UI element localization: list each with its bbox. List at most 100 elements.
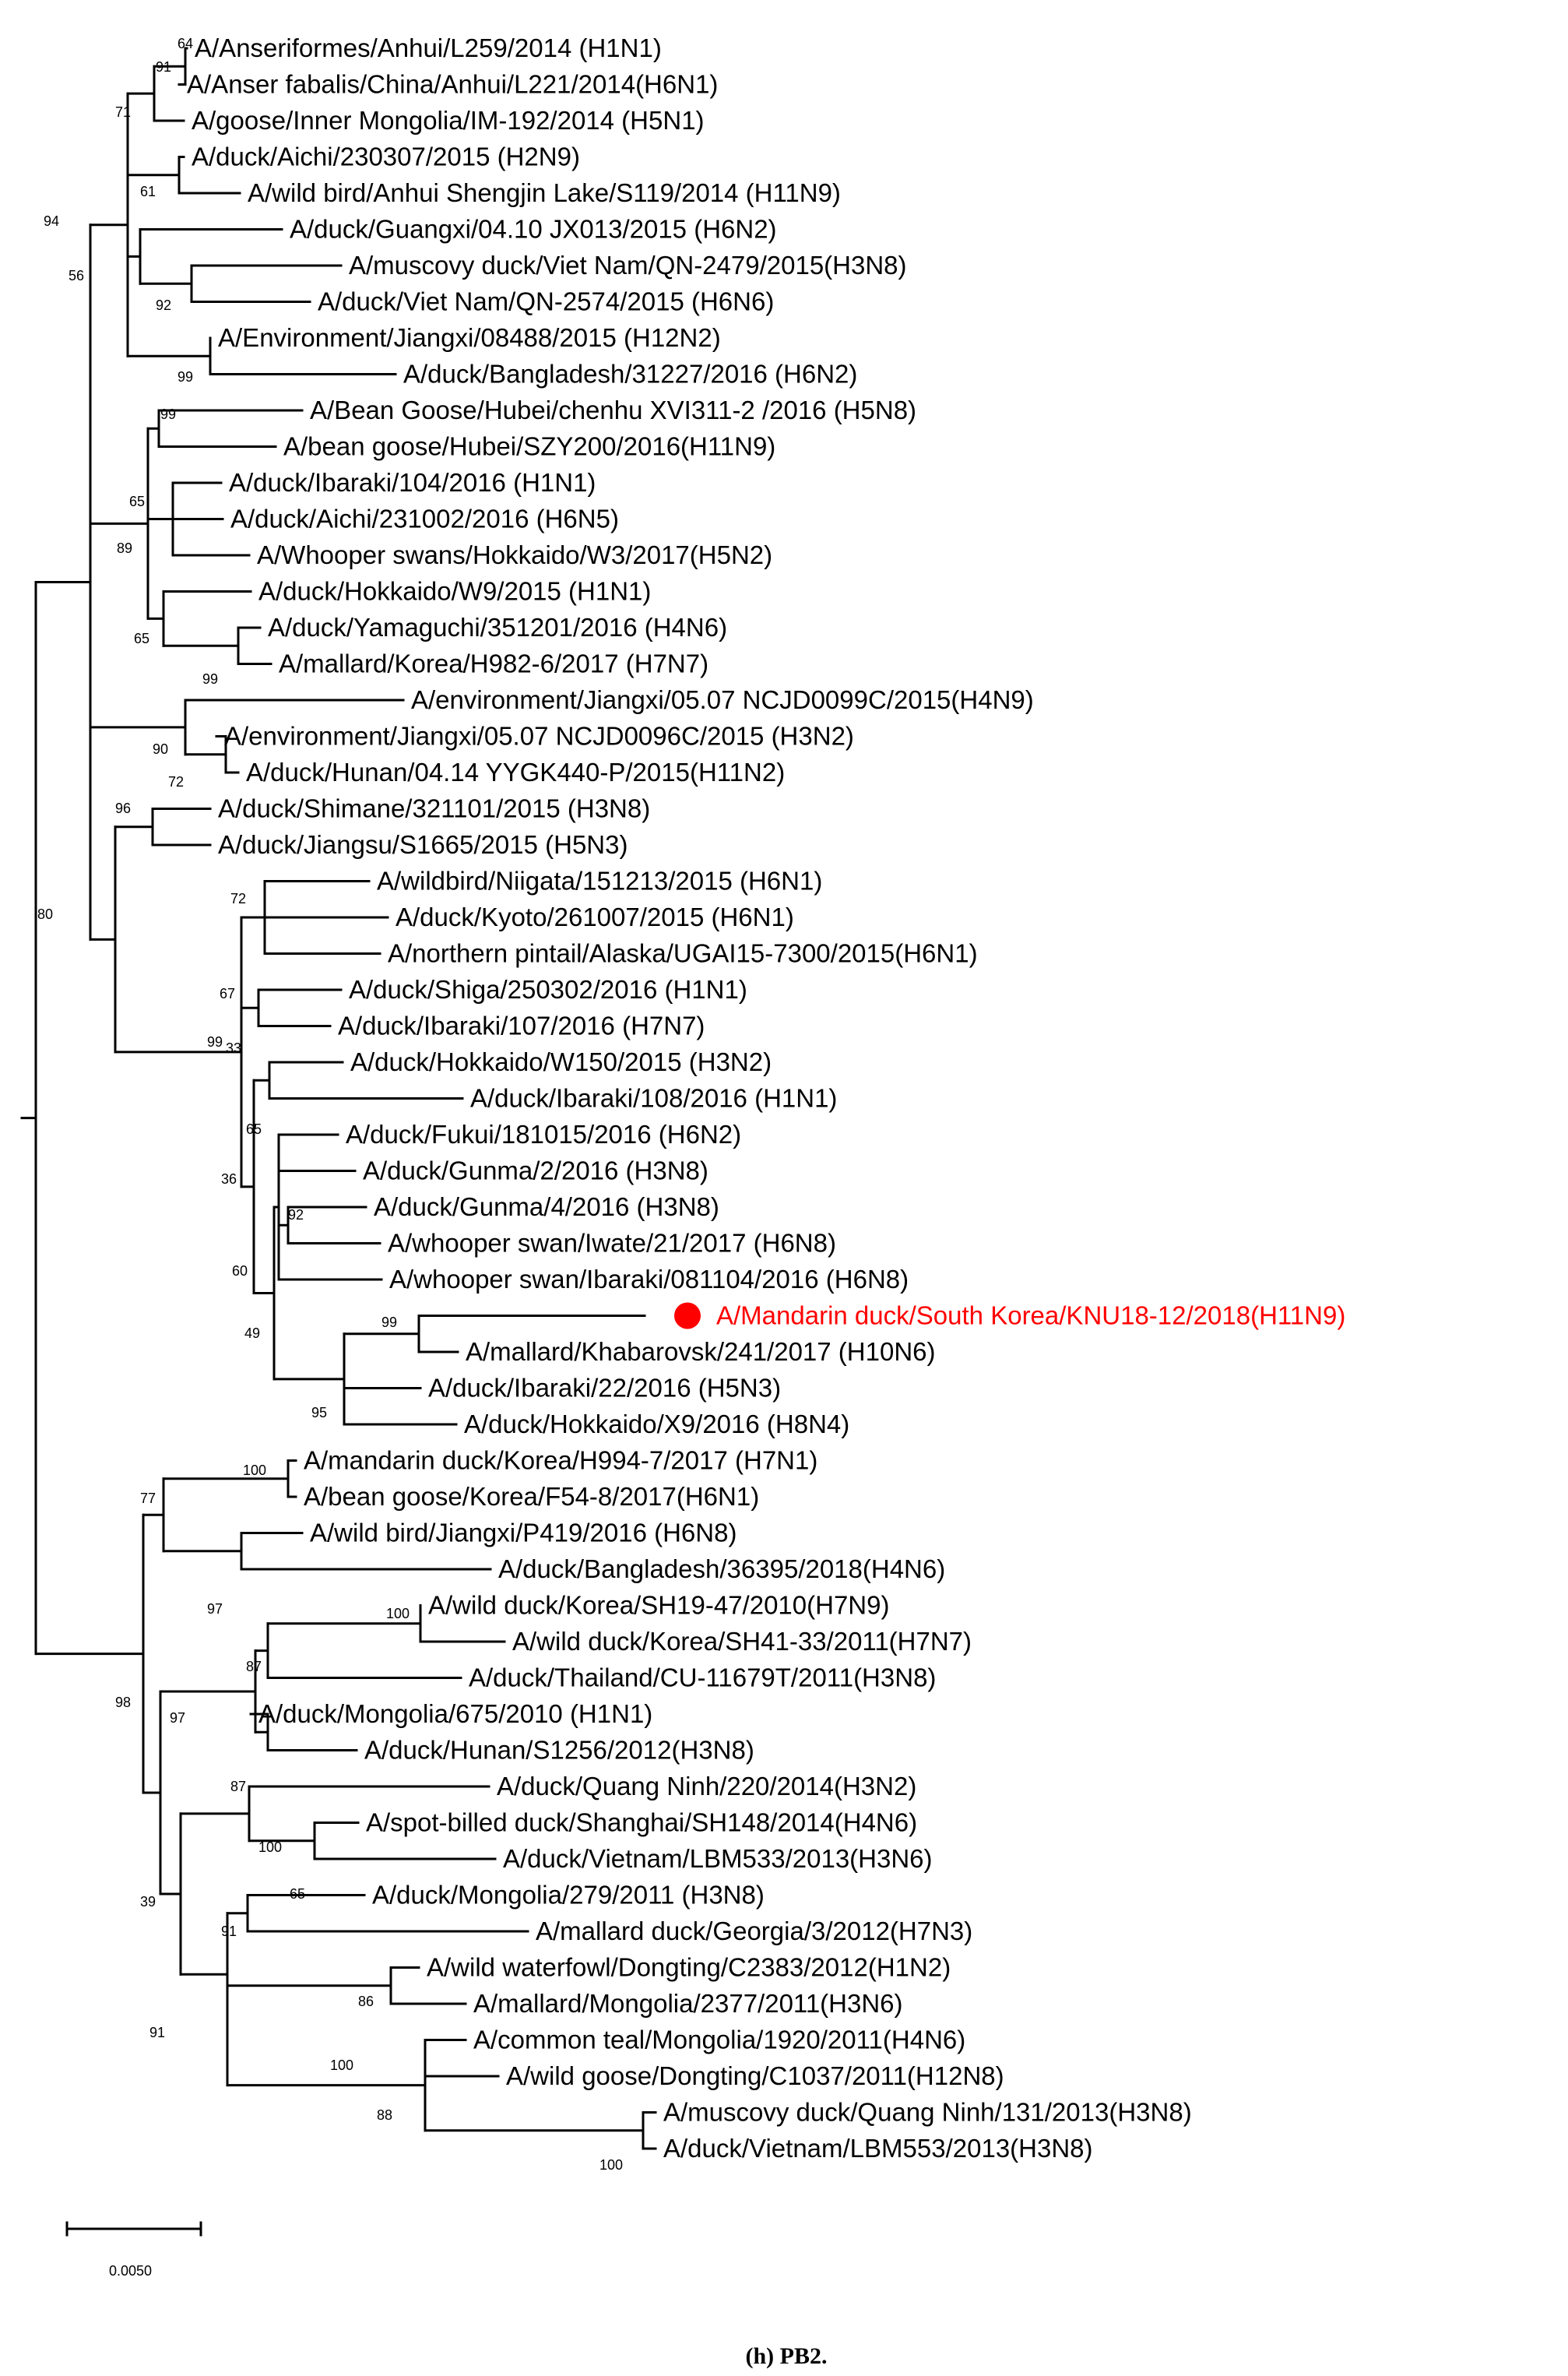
bootstrap-value: 94 bbox=[44, 213, 59, 229]
bootstrap-value: 65 bbox=[134, 631, 149, 646]
leaf-label: A/environment/Jiangxi/05.07 NCJD0099C/20… bbox=[411, 685, 1034, 714]
bootstrap-value: 86 bbox=[358, 1994, 374, 2009]
leaf-label: A/duck/Mongolia/675/2010 (H1N1) bbox=[258, 1699, 652, 1728]
leaf-label: A/mallard/Korea/H982-6/2017 (H7N7) bbox=[279, 649, 708, 678]
bootstrap-value: 72 bbox=[168, 774, 184, 790]
leaf-label: A/goose/Inner Mongolia/IM-192/2014 (H5N1… bbox=[192, 106, 705, 135]
leaf-label: A/Anser fabalis/China/Anhui/L221/2014(H6… bbox=[187, 70, 718, 99]
leaf-label: A/common teal/Mongolia/1920/2011(H4N6) bbox=[473, 2026, 965, 2054]
bootstrap-value: 99 bbox=[207, 1034, 223, 1050]
leaf-label-highlighted: A/Mandarin duck/South Korea/KNU18-12/201… bbox=[716, 1301, 1345, 1330]
leaf-label: A/duck/Kyoto/261007/2015 (H6N1) bbox=[396, 903, 794, 931]
leaf-label: A/wildbird/Niigata/151213/2015 (H6N1) bbox=[377, 867, 822, 896]
leaf-label: A/duck/Hokkaido/X9/2016 (H8N4) bbox=[464, 1410, 849, 1438]
leaf-label: A/duck/Gunma/4/2016 (H3N8) bbox=[374, 1192, 719, 1221]
leaf-label: A/duck/Mongolia/279/2011 (H3N8) bbox=[372, 1881, 765, 1910]
leaf-label: A/duck/Bangladesh/36395/2018(H4N6) bbox=[498, 1554, 945, 1583]
leaf-label: A/spot-billed duck/Shanghai/SH148/2014(H… bbox=[366, 1808, 917, 1837]
leaf-label: A/duck/Ibaraki/108/2016 (H1N1) bbox=[470, 1084, 837, 1113]
bootstrap-value: 33 bbox=[226, 1040, 241, 1056]
leaf-label: A/whooper swan/Iwate/21/2017 (H6N8) bbox=[388, 1229, 836, 1258]
leaf-label: A/wild goose/Dongting/C1037/2011(H12N8) bbox=[506, 2061, 1004, 2090]
bootstrap-value: 65 bbox=[290, 1886, 305, 1902]
leaf-label: A/mandarin duck/Korea/H994-7/2017 (H7N1) bbox=[304, 1446, 817, 1475]
leaf-label: A/duck/Ibaraki/104/2016 (H1N1) bbox=[229, 468, 596, 497]
leaf-label: A/muscovy duck/Viet Nam/QN-2479/2015(H3N… bbox=[349, 251, 907, 280]
bootstrap-value: 99 bbox=[202, 671, 218, 687]
bootstrap-value: 96 bbox=[115, 801, 131, 816]
leaf-label: A/duck/Viet Nam/QN-2574/2015 (H6N6) bbox=[318, 287, 774, 316]
leaf-label: A/mallard/Mongolia/2377/2011(H3N6) bbox=[473, 1989, 903, 2018]
bootstrap-value: 97 bbox=[207, 1601, 223, 1617]
bootstrap-value: 100 bbox=[330, 2057, 353, 2073]
scale-bar-label: 0.0050 bbox=[109, 2263, 152, 2279]
leaf-label: A/wild waterfowl/Dongting/C2383/2012(H1N… bbox=[427, 1953, 951, 1982]
bootstrap-value: 67 bbox=[220, 986, 235, 1001]
tree-branches bbox=[20, 47, 657, 2150]
bootstrap-value: 36 bbox=[221, 1171, 237, 1187]
bootstrap-value: 60 bbox=[232, 1263, 248, 1279]
leaf-label: A/duck/Quang Ninh/220/2014(H3N2) bbox=[497, 1772, 916, 1800]
bootstrap-value: 87 bbox=[246, 1659, 262, 1674]
bootstrap-value: 61 bbox=[140, 184, 156, 199]
leaf-label: A/duck/Jiangsu/S1665/2015 (H5N3) bbox=[218, 830, 628, 859]
bootstrap-value: 91 bbox=[149, 2025, 165, 2040]
bootstrap-value: 99 bbox=[381, 1315, 397, 1330]
bootstrap-value: 39 bbox=[140, 1894, 156, 1910]
leaf-label: A/muscovy duck/Quang Ninh/131/2013(H3N8) bbox=[663, 2098, 1192, 2127]
leaf-label: A/Environment/Jiangxi/08488/2015 (H12N2) bbox=[218, 323, 721, 352]
leaf-label: A/duck/Hunan/S1256/2012(H3N8) bbox=[364, 1736, 754, 1765]
bootstrap-value: 98 bbox=[115, 1695, 131, 1710]
bootstrap-value: 91 bbox=[221, 1924, 237, 1939]
bootstrap-value: 72 bbox=[230, 891, 246, 906]
bootstrap-value: 77 bbox=[140, 1491, 156, 1506]
leaf-label: A/duck/Hokkaido/W150/2015 (H3N2) bbox=[350, 1047, 772, 1076]
bootstrap-value: 92 bbox=[156, 297, 171, 313]
leaf-label: A/duck/Ibaraki/22/2016 (H5N3) bbox=[428, 1374, 781, 1403]
leaf-label: A/duck/Bangladesh/31227/2016 (H6N2) bbox=[403, 360, 857, 389]
leaf-label: A/duck/Shiga/250302/2016 (H1N1) bbox=[349, 975, 747, 1004]
leaf-label: A/duck/Ibaraki/107/2016 (H7N7) bbox=[338, 1012, 705, 1040]
leaf-label: A/whooper swan/Ibaraki/081104/2016 (H6N8… bbox=[389, 1265, 909, 1294]
bootstrap-value: 80 bbox=[37, 906, 53, 922]
bootstrap-values: 6491716194569299996589659990729680726799… bbox=[37, 36, 623, 2173]
bootstrap-value: 100 bbox=[599, 2157, 623, 2173]
bootstrap-value: 49 bbox=[244, 1325, 260, 1341]
highlight-red-dot-icon bbox=[674, 1302, 701, 1329]
bootstrap-value: 91 bbox=[156, 59, 171, 75]
leaf-label: A/wild duck/Korea/SH41-33/2011(H7N7) bbox=[512, 1627, 972, 1656]
leaf-label: A/duck/Guangxi/04.10 JX013/2015 (H6N2) bbox=[290, 215, 777, 244]
bootstrap-value: 88 bbox=[377, 2107, 392, 2123]
bootstrap-value: 99 bbox=[160, 407, 176, 422]
leaf-label: A/duck/Gunma/2/2016 (H3N8) bbox=[363, 1156, 708, 1185]
leaf-label: A/duck/Aichi/231002/2016 (H6N5) bbox=[230, 505, 619, 533]
leaf-label: A/duck/Vietnam/LBM553/2013(H3N8) bbox=[663, 2134, 1093, 2163]
bootstrap-value: 100 bbox=[386, 1606, 410, 1621]
leaf-label: A/Bean Goose/Hubei/chenhu XVI311-2 /2016… bbox=[310, 396, 916, 424]
bootstrap-value: 71 bbox=[115, 104, 131, 120]
bootstrap-value: 92 bbox=[288, 1207, 304, 1223]
leaf-label: A/duck/Thailand/CU-11679T/2011(H3N8) bbox=[469, 1663, 936, 1692]
bootstrap-value: 89 bbox=[117, 540, 132, 556]
leaf-label: A/wild bird/Anhui Shengjin Lake/S119/201… bbox=[248, 178, 841, 207]
scale-bar: 0.0050 bbox=[65, 2221, 202, 2279]
leaf-label: A/bean goose/Korea/F54-8/2017(H6N1) bbox=[304, 1482, 759, 1511]
leaf-label: A/duck/Vietnam/LBM533/2013(H3N6) bbox=[503, 1844, 933, 1873]
bootstrap-value: 100 bbox=[258, 1839, 282, 1855]
bootstrap-value: 56 bbox=[69, 268, 84, 283]
bootstrap-value: 65 bbox=[246, 1121, 262, 1137]
bootstrap-value: 64 bbox=[178, 36, 193, 51]
bootstrap-value: 99 bbox=[178, 369, 193, 385]
leaf-label: A/mallard duck/Georgia/3/2012(H7N3) bbox=[536, 1917, 972, 1945]
leaf-label: A/duck/Hokkaido/W9/2015 (H1N1) bbox=[258, 577, 651, 606]
figure-caption: (h) PB2. bbox=[746, 2343, 828, 2369]
bootstrap-value: 97 bbox=[170, 1710, 185, 1726]
leaf-label: A/Whooper swans/Hokkaido/W3/2017(H5N2) bbox=[257, 540, 772, 569]
leaf-label: A/duck/Aichi/230307/2015 (H2N9) bbox=[192, 143, 580, 171]
leaf-label: A/wild duck/Korea/SH19-47/2010(H7N9) bbox=[428, 1591, 889, 1620]
leaf-label: A/bean goose/Hubei/SZY200/2016(H11N9) bbox=[283, 432, 775, 461]
leaf-label: A/duck/Shimane/321101/2015 (H3N8) bbox=[218, 794, 650, 823]
leaf-label: A/environment/Jiangxi/05.07 NCJD0096C/20… bbox=[224, 722, 854, 751]
